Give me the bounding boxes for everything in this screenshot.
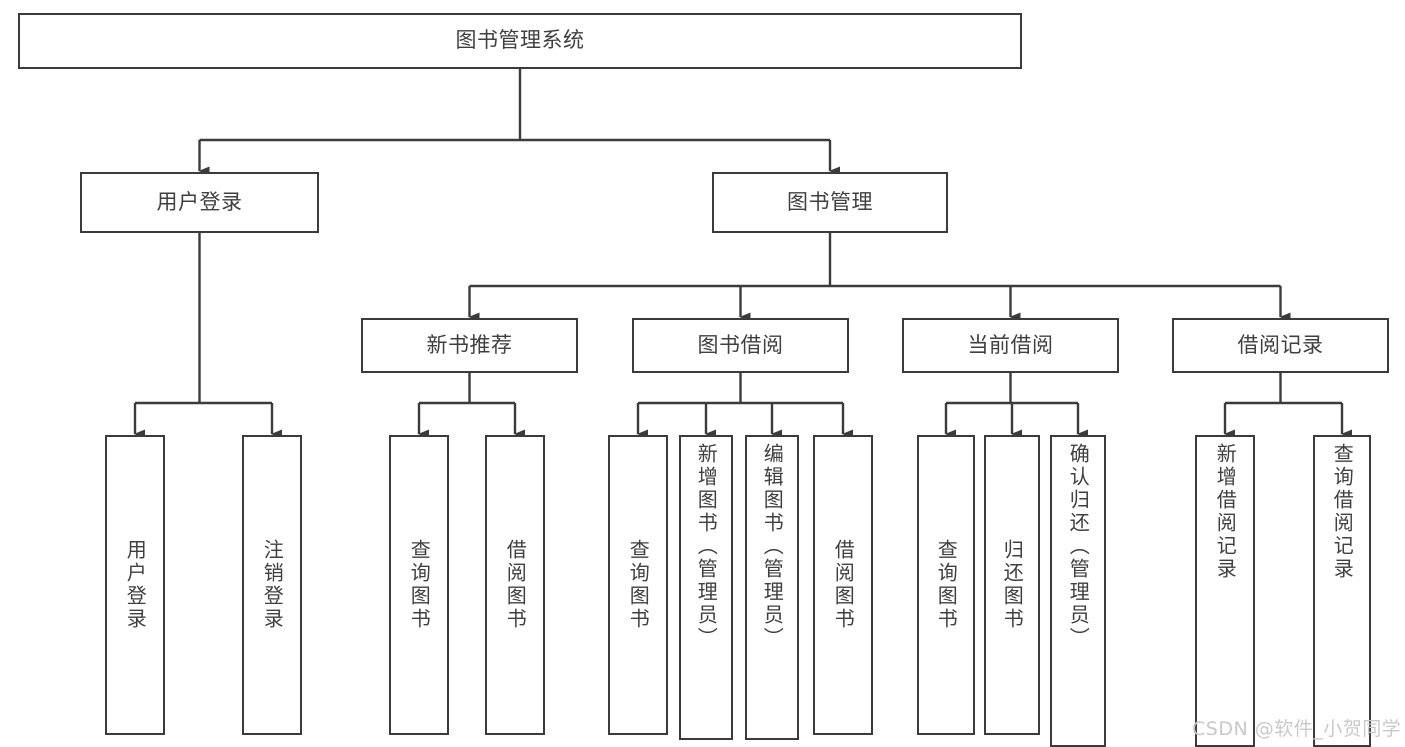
- node-label: 新增图书（管理员）: [694, 443, 719, 650]
- node-label: 图书管理系统: [455, 28, 585, 53]
- node-label: 用户登录: [123, 539, 148, 631]
- node-label: 确认归还（管理员）: [1066, 443, 1091, 650]
- node-label: 查询图书: [934, 539, 959, 631]
- node-label: 借阅图书: [503, 539, 528, 631]
- node-label: 用户登录: [156, 189, 243, 214]
- connectors-group: [133, 69, 1352, 439]
- node-label: 编辑图书（管理员）: [760, 443, 785, 650]
- node-user-login[interactable]: 用户登录: [80, 172, 319, 233]
- node-leaf-borrow-book-1[interactable]: 借阅图书: [485, 435, 545, 735]
- node-leaf-user-logout[interactable]: 注销登录: [242, 435, 302, 735]
- node-borrow-record[interactable]: 借阅记录: [1172, 318, 1389, 373]
- node-label: 注销登录: [260, 539, 285, 631]
- node-leaf-confirm-return[interactable]: 确认归还（管理员）: [1050, 435, 1106, 747]
- node-label: 图书借阅: [697, 332, 784, 357]
- node-leaf-query-book-3[interactable]: 查询图书: [917, 435, 975, 735]
- node-leaf-query-record[interactable]: 查询借阅记录: [1313, 435, 1371, 747]
- node-leaf-add-book[interactable]: 新增图书（管理员）: [679, 435, 733, 740]
- node-leaf-edit-book[interactable]: 编辑图书（管理员）: [745, 435, 799, 740]
- node-leaf-add-record[interactable]: 新增借阅记录: [1195, 435, 1255, 747]
- node-label: 归还图书: [1000, 539, 1025, 631]
- node-leaf-borrow-book-2[interactable]: 借阅图书: [813, 435, 873, 735]
- node-book-manage[interactable]: 图书管理: [712, 172, 948, 233]
- node-current-borrow[interactable]: 当前借阅: [902, 318, 1119, 373]
- node-leaf-query-book-1[interactable]: 查询图书: [389, 435, 449, 735]
- node-label: 查询图书: [407, 539, 432, 631]
- node-label: 借阅图书: [831, 539, 856, 631]
- node-book-borrow[interactable]: 图书借阅: [632, 318, 849, 373]
- node-leaf-user-login[interactable]: 用户登录: [105, 435, 165, 735]
- node-label: 借阅记录: [1237, 332, 1324, 357]
- node-label: 新书推荐: [426, 332, 513, 357]
- node-label: 当前借阅: [967, 332, 1054, 357]
- node-label: 查询借阅记录: [1330, 443, 1355, 581]
- node-label: 图书管理: [787, 189, 873, 214]
- node-root[interactable]: 图书管理系统: [18, 13, 1022, 69]
- node-label: 新增借阅记录: [1213, 443, 1238, 581]
- node-leaf-return-book[interactable]: 归还图书: [984, 435, 1040, 735]
- node-leaf-query-book-2[interactable]: 查询图书: [608, 435, 668, 735]
- node-new-book-rec[interactable]: 新书推荐: [361, 318, 578, 373]
- node-label: 查询图书: [626, 539, 651, 631]
